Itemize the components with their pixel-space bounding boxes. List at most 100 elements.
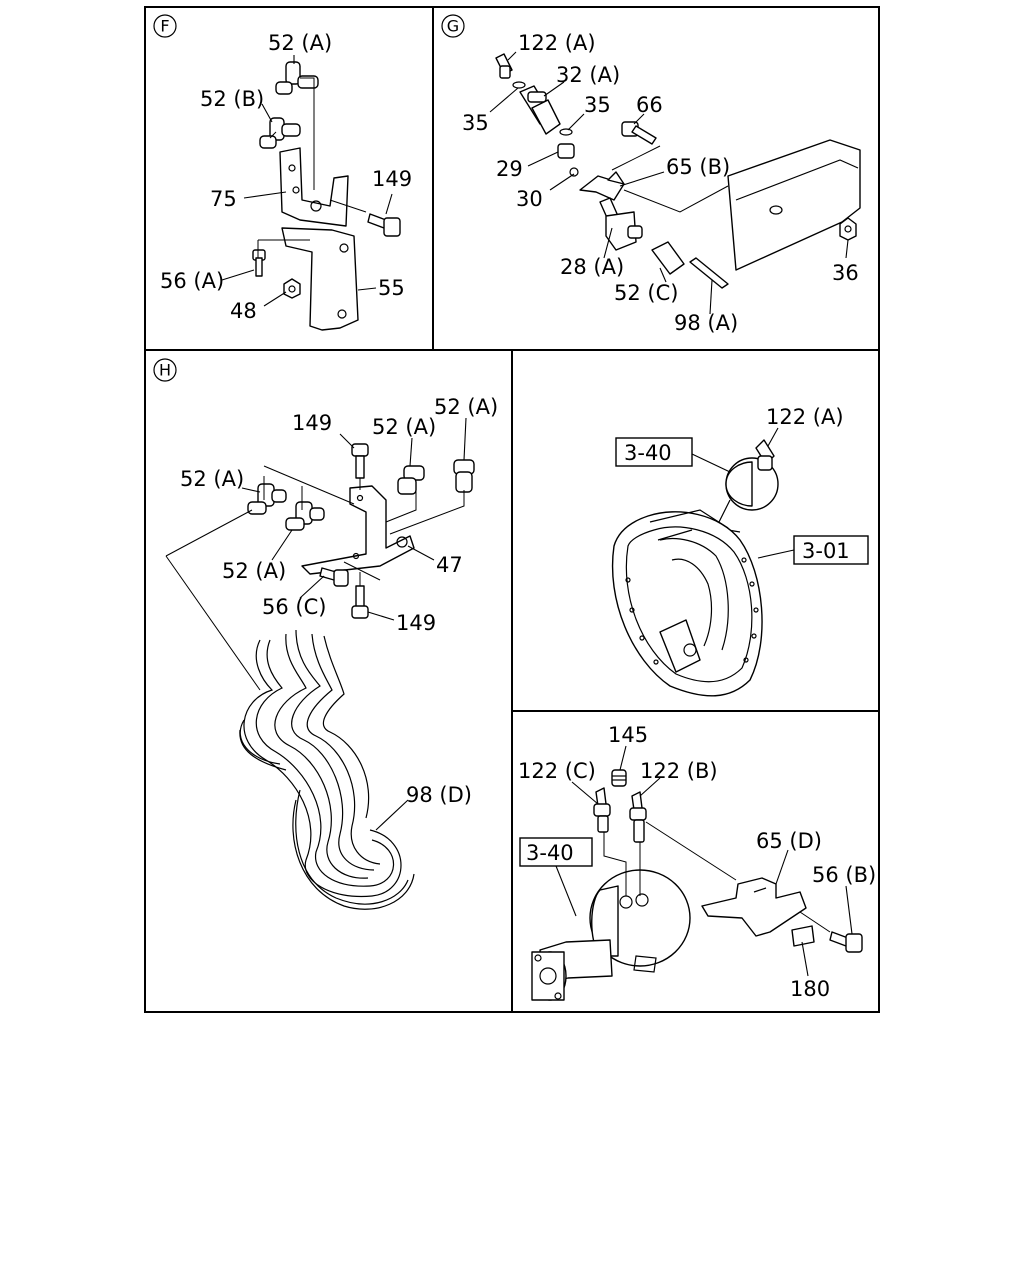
bolt-56b <box>829 931 863 953</box>
panel-g-centerlines <box>611 145 729 213</box>
label-122a: 122 (A) <box>518 31 596 55</box>
washer-30 <box>569 167 579 177</box>
o-ring-35-lower <box>559 128 573 136</box>
label-55: 55 <box>378 276 405 300</box>
nut-48 <box>283 278 301 299</box>
panel-f: F <box>153 14 412 331</box>
label-52a-center: 52 (A) <box>372 415 436 439</box>
panel-h: H <box>153 358 498 910</box>
label-52a-left: 52 (A) <box>180 467 244 491</box>
label-35-right: 35 <box>584 93 611 117</box>
label-28a: 28 (A) <box>560 255 624 279</box>
tee-52a-left <box>247 483 287 515</box>
tag-180 <box>791 925 815 947</box>
label-29: 29 <box>496 157 523 181</box>
section-marker-g: G <box>441 14 465 38</box>
panel-chamber-labels: 145 122 (C) 122 (B) 65 (D) 56 (B) 180 <box>518 723 876 1001</box>
lining-rivets <box>625 557 759 665</box>
label-65d: 65 (D) <box>756 829 822 853</box>
label-122c: 122 (C) <box>518 759 596 783</box>
bracket-65b <box>579 171 625 201</box>
bracket-75 <box>279 147 349 227</box>
label-47: 47 <box>436 553 463 577</box>
label-32a: 32 (A) <box>556 63 620 87</box>
brake-shoe-assembly <box>611 509 763 697</box>
label-145: 145 <box>608 723 648 747</box>
panel-h-centerlines <box>165 465 465 691</box>
panel-f-labels: 52 (A) 52 (B) 149 75 56 (A) 55 48 <box>160 31 412 323</box>
label-52a: 52 (A) <box>268 31 332 55</box>
bolt-56c <box>319 567 349 587</box>
tee-52a-lower <box>285 501 325 531</box>
svg-text:3-40: 3-40 <box>624 441 672 465</box>
label-149-bottom: 149 <box>396 611 436 635</box>
brake-chamber-upper <box>715 439 779 533</box>
bracket-55 <box>281 227 359 331</box>
elbow-52a-right <box>453 459 475 493</box>
bleeder-122b <box>629 791 647 843</box>
section-marker-h: H <box>153 358 177 382</box>
bracket-47 <box>301 485 415 575</box>
label-35-left: 35 <box>462 111 489 135</box>
ref-box-3-40-lower: 3-40 <box>519 837 593 867</box>
label-30: 30 <box>516 187 543 211</box>
svg-text:3-01: 3-01 <box>802 539 850 563</box>
svg-text:G: G <box>447 17 459 36</box>
panel-chamber-centerlines <box>603 821 831 933</box>
label-66: 66 <box>636 93 663 117</box>
hose-bundle-98d <box>239 629 415 910</box>
label-98a: 98 (A) <box>674 311 738 335</box>
panel-h-leaders <box>241 417 467 831</box>
sleeve-52c <box>651 241 685 275</box>
label-180: 180 <box>790 977 830 1001</box>
ref-box-3-40-upper: 3-40 <box>615 437 693 467</box>
panel-h-labels: 149 52 (A) 52 (A) 52 (A) 52 (A) 47 56 (C… <box>180 395 498 807</box>
label-56c: 56 (C) <box>262 595 326 619</box>
panel-brake-drum: 3-40 3-01 122 (A) <box>611 405 869 697</box>
section-marker-f: F <box>153 14 177 38</box>
label-52c: 52 (C) <box>614 281 678 305</box>
bleeder-122a-g <box>495 53 513 79</box>
svg-text:F: F <box>160 17 169 36</box>
frame-rail <box>727 139 861 271</box>
panel-brake-drum-leaders <box>691 427 795 559</box>
panel-frames <box>144 6 880 1013</box>
elbow-52a-center <box>397 465 425 495</box>
bleeder-122c <box>593 787 611 833</box>
panel-g-labels: 122 (A) 32 (A) 35 35 66 29 65 (B) 30 28 … <box>462 31 859 335</box>
o-ring-35-upper <box>512 81 526 89</box>
tee-fitting-52b <box>259 117 301 149</box>
panel-chamber-leaders <box>555 745 853 977</box>
label-122a-drum: 122 (A) <box>766 405 844 429</box>
label-98d: 98 (D) <box>406 783 472 807</box>
cap-145 <box>611 769 627 787</box>
panel-f-centerlines <box>257 77 367 258</box>
elbow-28a <box>599 197 643 251</box>
bolt-149-bottom <box>351 585 369 619</box>
label-52b: 52 (B) <box>200 87 264 111</box>
label-56b: 56 (B) <box>812 863 876 887</box>
label-56a: 56 (A) <box>160 269 224 293</box>
panel-g: G <box>441 14 861 335</box>
label-52a-right: 52 (A) <box>434 395 498 419</box>
tube-98a <box>689 257 729 289</box>
tee-fitting-52a <box>275 61 319 95</box>
ref-box-3-01: 3-01 <box>793 535 869 565</box>
bolt-149-top <box>351 443 369 479</box>
svg-text:H: H <box>159 361 171 380</box>
nut-36 <box>839 217 857 241</box>
label-48: 48 <box>230 299 257 323</box>
bolt-149-f <box>367 213 401 237</box>
label-65b: 65 (B) <box>666 155 730 179</box>
label-52a-lower: 52 (A) <box>222 559 286 583</box>
label-36: 36 <box>832 261 859 285</box>
label-75: 75 <box>210 187 237 211</box>
bolt-56a <box>252 249 266 277</box>
panel-chamber: 3-40 145 122 (C) 122 (B) 65 (D) 56 (B) 1… <box>518 723 876 1001</box>
svg-text:3-40: 3-40 <box>526 841 574 865</box>
nut-29 <box>557 143 575 159</box>
panel-g-leaders <box>489 51 849 315</box>
bracket-65d <box>701 877 807 937</box>
connector-32a <box>519 85 561 135</box>
